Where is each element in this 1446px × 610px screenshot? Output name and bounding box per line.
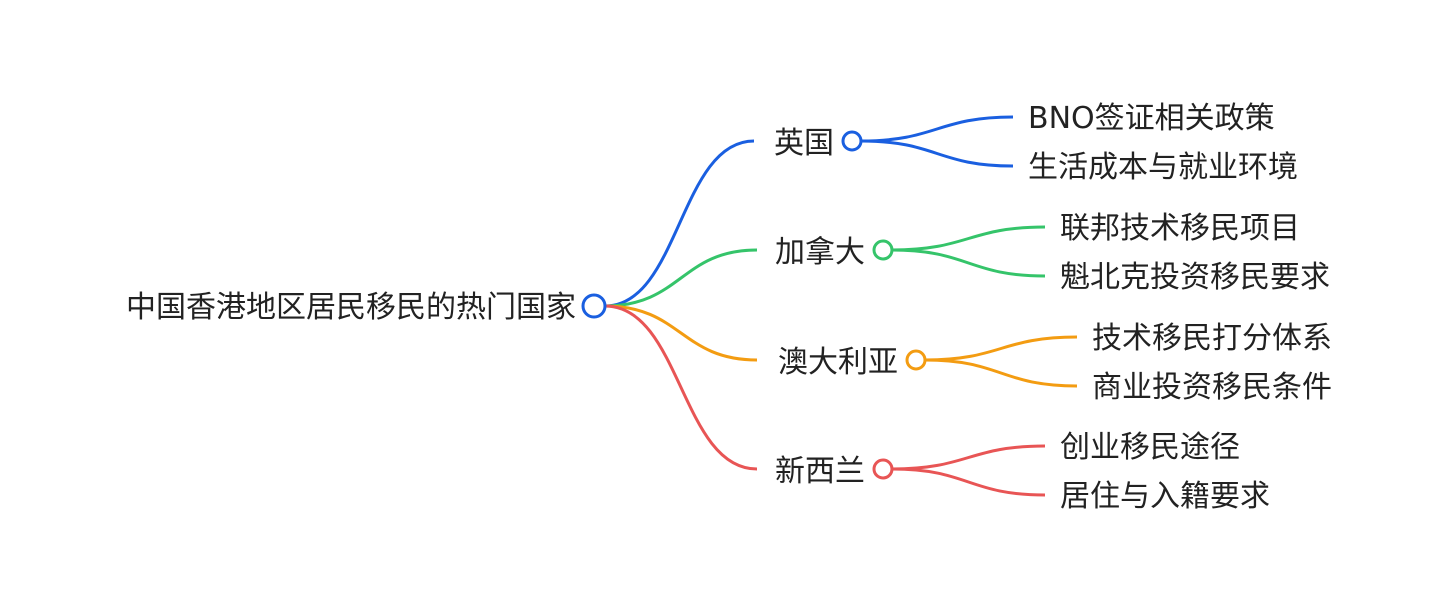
edge-uk-to-leaf-1 <box>860 115 1014 143</box>
edge-canada-to-leaf-1 <box>891 225 1046 252</box>
branch-node-new-zealand[interactable] <box>872 458 894 480</box>
edge-canada-to-leaf-2 <box>891 248 1046 278</box>
mindmap-edges <box>604 115 1078 497</box>
edge-root-to-uk <box>604 139 755 308</box>
branch-node-uk[interactable] <box>841 130 863 152</box>
root-node-circle[interactable] <box>581 293 607 319</box>
leaf-label-uk-1: BNO签证相关政策 <box>1028 101 1275 136</box>
branch-label-new-zealand: 新西兰 <box>775 454 865 489</box>
branch-label-canada: 加拿大 <box>775 235 865 270</box>
leaf-label-canada-1: 联邦技术移民项目 <box>1060 211 1300 246</box>
leaf-label-australia-1: 技术移民打分体系 <box>1092 321 1332 356</box>
edge-australia-to-leaf-2 <box>924 358 1078 388</box>
edge-root-to-australia <box>604 304 758 362</box>
edge-uk-to-leaf-2 <box>860 139 1014 168</box>
leaf-label-new-zealand-1: 创业移民途径 <box>1060 430 1240 465</box>
edge-root-to-new-zealand <box>604 304 758 471</box>
edge-new-zealand-to-leaf-2 <box>891 467 1046 497</box>
branch-label-australia: 澳大利亚 <box>778 345 898 380</box>
leaf-label-australia-2: 商业投资移民条件 <box>1092 370 1332 405</box>
leaf-label-uk-2: 生活成本与就业环境 <box>1028 150 1298 185</box>
edge-australia-to-leaf-1 <box>924 335 1078 362</box>
branch-node-canada[interactable] <box>872 239 894 261</box>
root-node-label: 中国香港地区居民移民的热门国家 <box>126 290 576 325</box>
edge-new-zealand-to-leaf-1 <box>891 444 1046 471</box>
branch-node-australia[interactable] <box>905 349 927 371</box>
leaf-label-canada-2: 魁北克投资移民要求 <box>1060 260 1330 295</box>
branch-label-uk: 英国 <box>774 126 834 161</box>
leaf-label-new-zealand-2: 居住与入籍要求 <box>1060 479 1270 514</box>
edge-root-to-canada <box>604 248 758 308</box>
